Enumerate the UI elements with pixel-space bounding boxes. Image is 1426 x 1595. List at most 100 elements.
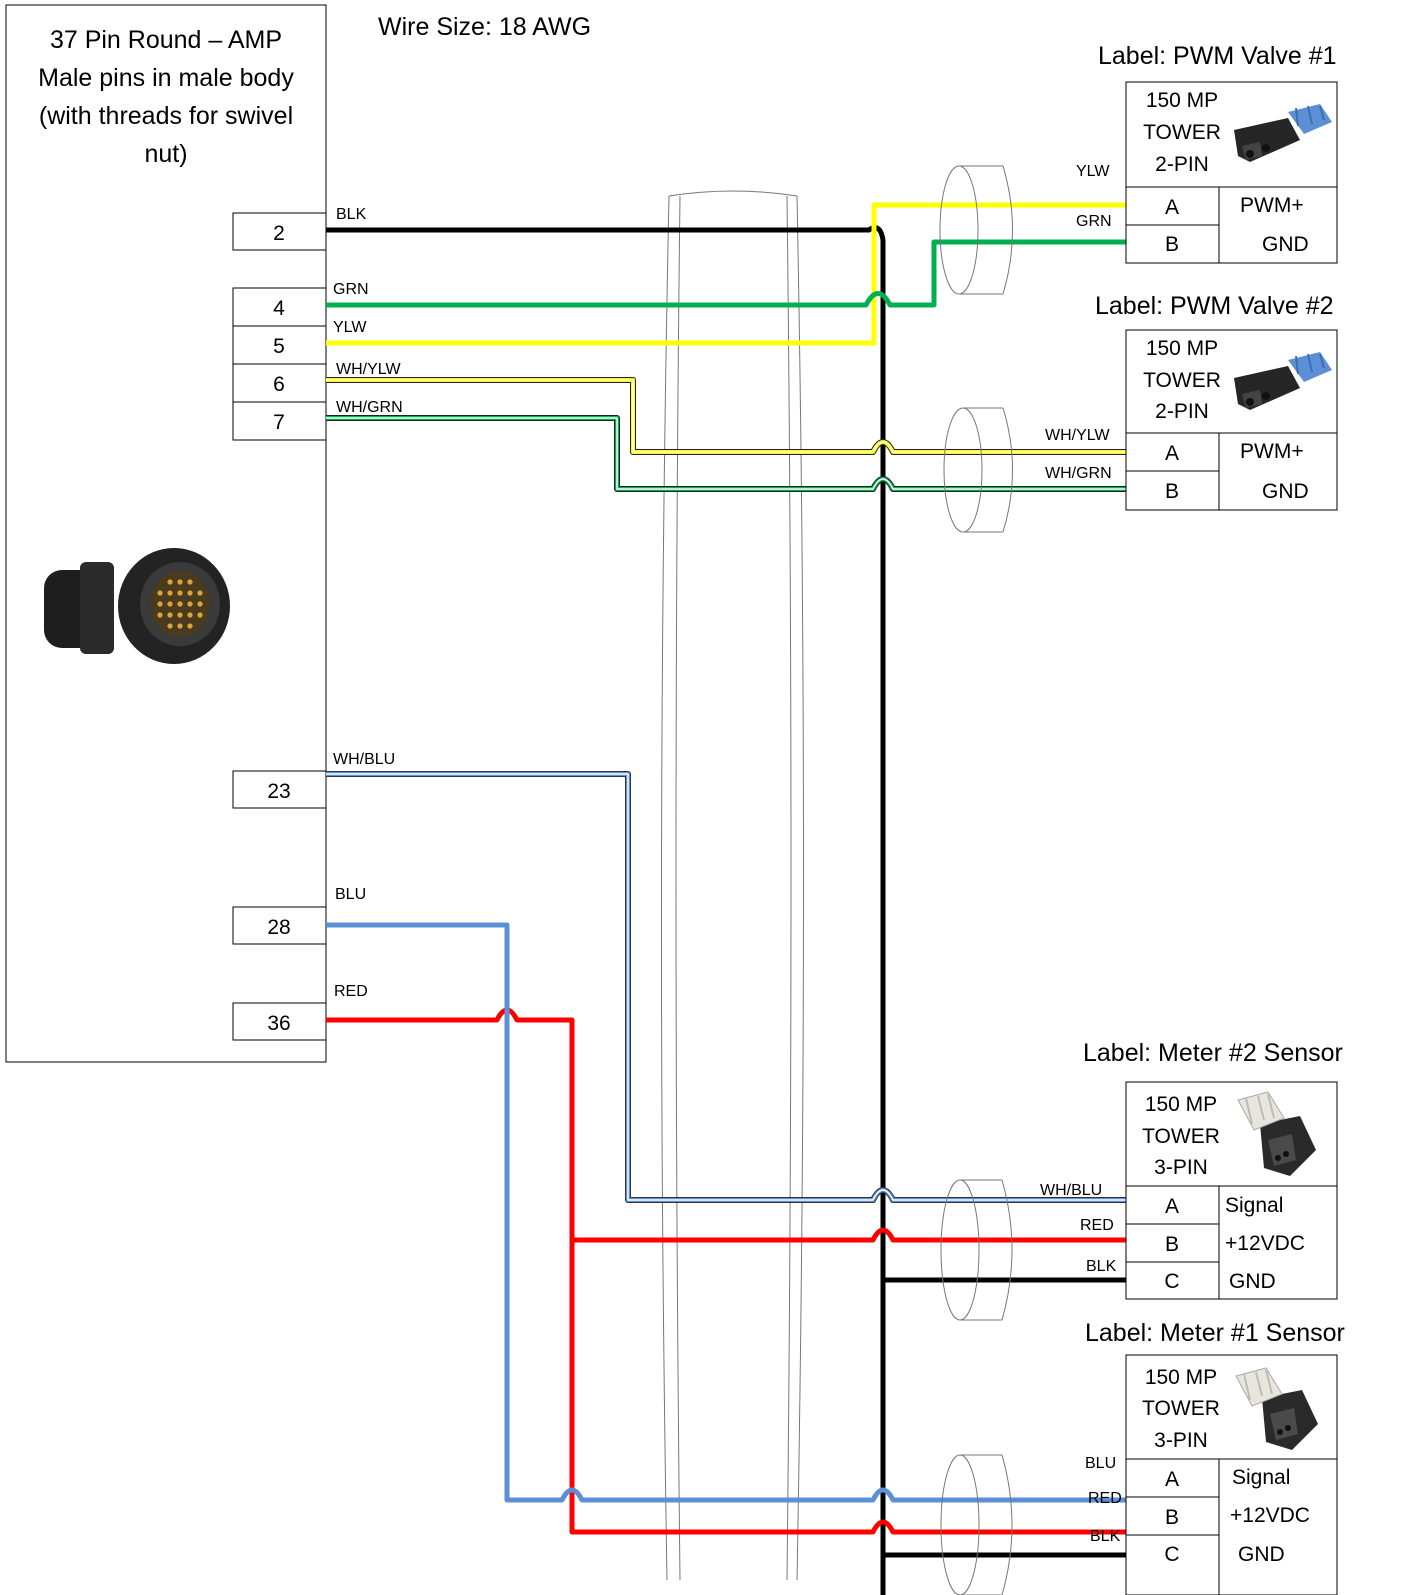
wire-size-label: Wire Size: 18 AWG [378, 13, 591, 41]
connector-type-line-2: TOWER [1143, 121, 1221, 144]
sleeve-meter2 [940, 1179, 1013, 1321]
wire-label-b: RED [1088, 1490, 1122, 1507]
pin-b-letter: B [1165, 480, 1179, 503]
wire-label-b: RED [1080, 1217, 1114, 1234]
wire-blk-trunk [326, 225, 886, 1595]
sleeve-meter1 [940, 1454, 1013, 1595]
connector-pwm-valve-1: Label: PWM Valve #1 150 MP TOWER 2-PIN A… [1076, 42, 1338, 264]
pin-b-box [1125, 1223, 1220, 1263]
wire-label-a: WH/YLW [1045, 427, 1110, 444]
main-connector: 37 Pin Round – AMP Male pins in male bod… [5, 4, 327, 1063]
connector-type-line-2: TOWER [1142, 1397, 1220, 1420]
sleeve-valve1 [939, 165, 1013, 295]
pin-b-box [1125, 1496, 1220, 1536]
wire-label-pin23: WH/BLU [333, 751, 395, 768]
wire-label-a: WH/BLU [1040, 1182, 1102, 1199]
wire-red-meter2 [572, 1227, 1128, 1243]
connector-meter-1-sensor: Label: Meter #1 Sensor 150 MP TOWER 3-PI… [1085, 1319, 1345, 1595]
connector-label: Label: PWM Valve #2 [1095, 292, 1334, 320]
main-connector-title-line-2: Male pins in male body [38, 64, 294, 92]
tower-3pin-picture [1237, 1091, 1316, 1176]
pin-a-letter: A [1165, 1468, 1179, 1491]
connector-type-line-1: 150 MP [1146, 89, 1218, 112]
pin-a-function: PWM+ [1240, 194, 1304, 217]
connector-type-line-3: 3-PIN [1154, 1156, 1208, 1179]
wire-label-pin6: WH/YLW [336, 361, 401, 378]
pin-box-7 [232, 401, 327, 441]
wire-grn [326, 239, 1128, 308]
pin-box-23 [232, 770, 327, 809]
wire-label-a: YLW [1076, 163, 1110, 180]
tower-3pin-picture [1235, 1367, 1318, 1450]
wire-label-a: BLU [1085, 1455, 1116, 1472]
pin-a-function: Signal [1232, 1466, 1290, 1489]
pin-b-box [1125, 470, 1220, 511]
pin-c-function: GND [1238, 1543, 1285, 1566]
pin-b-letter: B [1165, 1233, 1179, 1256]
wire-label-b: GRN [1076, 213, 1112, 230]
pin-box-28 [232, 906, 327, 945]
main-connector-body [5, 4, 327, 1063]
pin-a-box [1125, 1185, 1220, 1225]
pin-b-function: GND [1262, 480, 1309, 503]
wire-wh-ylw [326, 377, 1128, 455]
pin-b-function: GND [1262, 233, 1309, 256]
pin-a-box [1125, 432, 1220, 472]
main-connector-title-line-4: nut) [144, 140, 187, 168]
pin-a-letter: A [1165, 1195, 1179, 1218]
wire-red-meter1 [326, 1007, 1128, 1535]
wire-label-pin7: WH/GRN [336, 399, 403, 416]
connector-type-line-1: 150 MP [1145, 1366, 1217, 1389]
pin-a-letter: A [1165, 442, 1179, 465]
connector-type-line-3: 2-PIN [1155, 400, 1209, 423]
pin-b-box [1125, 224, 1220, 264]
main-connector-title-line-3: (with threads for swivel [39, 102, 293, 130]
pin-number-6: 6 [273, 373, 285, 396]
connector-type-line-1: 150 MP [1146, 337, 1218, 360]
pin-number-2: 2 [273, 222, 285, 245]
pin-number-23: 23 [267, 780, 290, 803]
pin-a-function: Signal [1225, 1194, 1283, 1217]
connector-type-line-1: 150 MP [1145, 1093, 1217, 1116]
wire-label-b: WH/GRN [1045, 465, 1112, 482]
pin-number-4: 4 [273, 297, 285, 320]
connector-label: Label: Meter #2 Sensor [1083, 1039, 1343, 1067]
connector-pwm-valve-2: Label: PWM Valve #2 150 MP TOWER 2-PIN A… [1045, 292, 1338, 511]
pin-number-28: 28 [267, 916, 290, 939]
wire-label-pin4: GRN [333, 281, 369, 298]
pin-c-letter: C [1164, 1270, 1179, 1293]
pin-b-letter: B [1165, 1506, 1179, 1529]
pin-a-box [1125, 1458, 1220, 1498]
tower-2pin-picture [1234, 352, 1332, 410]
tower-2pin-picture [1234, 104, 1332, 162]
wire-wh-grn [326, 415, 1128, 492]
sleeve-valve2 [943, 407, 1013, 533]
wire-label-pin2: BLK [336, 206, 367, 223]
wire-label-pin28: BLU [335, 886, 366, 903]
connector-type-line-2: TOWER [1143, 369, 1221, 392]
pin-a-letter: A [1165, 196, 1179, 219]
round-connector-picture [44, 548, 230, 664]
pin-number-5: 5 [273, 335, 285, 358]
wire-label-pin36: RED [334, 983, 368, 1000]
wire-label-pin5: YLW [333, 319, 367, 336]
pin-b-letter: B [1165, 233, 1179, 256]
wire-label-c: BLK [1086, 1258, 1117, 1275]
wire-wh-blu [326, 771, 1128, 1203]
pin-box-36 [232, 1002, 327, 1041]
pin-c-box [1125, 1534, 1220, 1595]
pin-c-function: GND [1229, 1270, 1276, 1293]
pin-c-letter: C [1164, 1543, 1179, 1566]
cable-sleeve-main [660, 190, 804, 1581]
connector-meter-2-sensor: Label: Meter #2 Sensor 150 MP TOWER 3-PI… [1040, 1039, 1343, 1300]
main-connector-title-line-1: 37 Pin Round – AMP [50, 26, 282, 54]
pin-number-36: 36 [267, 1012, 290, 1035]
connector-label: Label: Meter #1 Sensor [1085, 1319, 1345, 1347]
pin-b-function: +12VDC [1225, 1232, 1305, 1255]
connector-type-line-3: 3-PIN [1154, 1429, 1208, 1452]
connector-type-line-2: TOWER [1142, 1125, 1220, 1148]
connector-type-line-3: 2-PIN [1155, 153, 1209, 176]
wire-label-c: BLK [1090, 1528, 1121, 1545]
pin-box-2 [232, 212, 327, 251]
